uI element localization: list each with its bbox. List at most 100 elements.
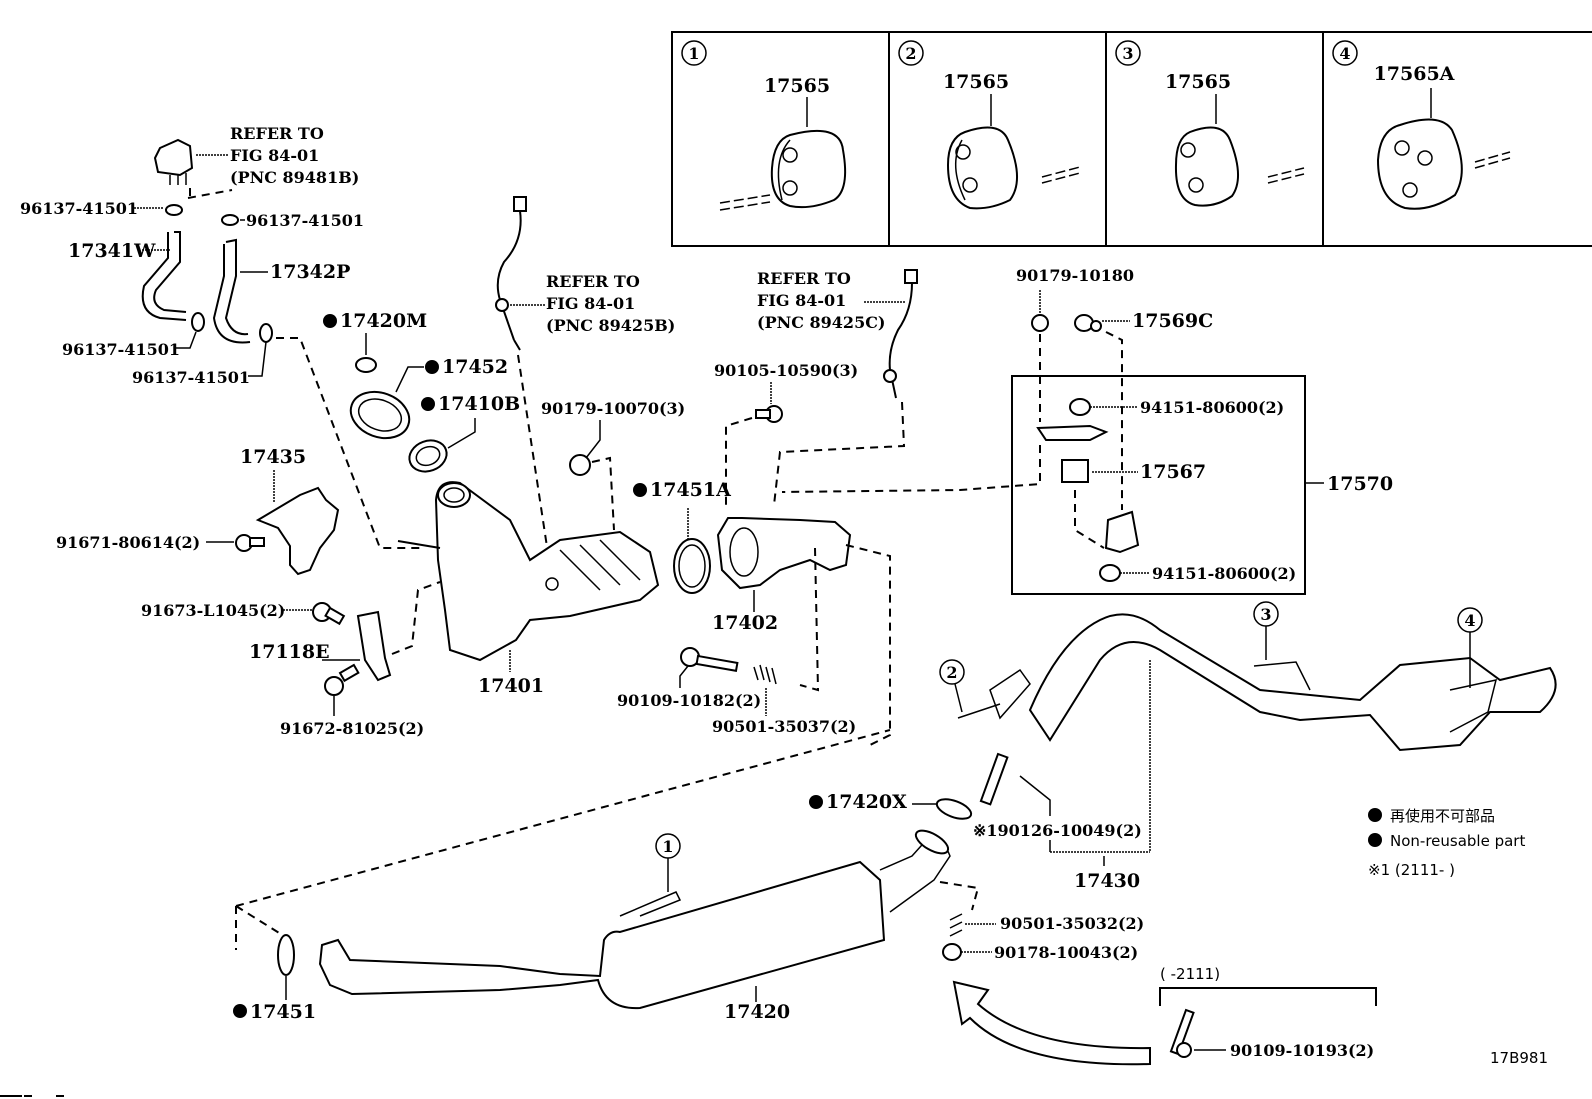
front-oxygen-sensor: REFER TO FIG 84-01 (PNC 89425B)	[495, 196, 675, 581]
hose-17342p-icon	[224, 238, 249, 336]
callout-circle-icon	[1115, 40, 1141, 66]
nut-icon	[1069, 398, 1091, 416]
non-reusable-dot-icon	[633, 483, 647, 497]
range-note: ( -2111)	[1160, 965, 1220, 983]
part-number-label[interactable]: 17420	[724, 1001, 790, 1023]
bolt-icon	[235, 534, 265, 552]
part-number-label[interactable]: 94151-80600(2)	[1140, 398, 1284, 417]
hanger-rod-icon	[1253, 661, 1311, 691]
part-number-label[interactable]: 17451A	[650, 479, 731, 501]
connector-icon	[513, 196, 527, 212]
muffler-icon	[318, 860, 886, 1010]
part-number-label[interactable]: 17435	[240, 446, 306, 468]
part-number-label[interactable]: 17569C	[1132, 310, 1213, 332]
part-number-label[interactable]: 90109-10182(2)	[617, 691, 761, 710]
part-number-label[interactable]: 17451	[250, 1001, 316, 1023]
non-reusable-dot-icon	[323, 314, 337, 328]
non-reusable-dot-icon	[421, 397, 435, 411]
part-number-label[interactable]: 90109-10193(2)	[1230, 1041, 1374, 1060]
part-number-label[interactable]: 91672-81025(2)	[280, 719, 424, 738]
inset-1: 1 17565	[681, 40, 847, 211]
part-number-label[interactable]: 96137-41501	[62, 340, 180, 359]
refer-note-line: FIG 84-01	[546, 294, 635, 313]
part-number-label[interactable]: 17570	[1327, 473, 1393, 495]
pressure-sensor-icon	[153, 138, 194, 177]
part-number-label[interactable]: 17401	[478, 675, 544, 697]
part-number-label[interactable]: 17420X	[826, 791, 907, 813]
refer-note-line: (PNC 89425B)	[546, 316, 675, 335]
part-number-label[interactable]: 90178-10043(2)	[994, 943, 1138, 962]
inset-index: 4	[1339, 44, 1350, 63]
part-number-label[interactable]: 17118E	[249, 641, 330, 663]
part-number-label[interactable]: 90501-35037(2)	[712, 717, 856, 736]
refer-note-line: REFER TO	[757, 269, 851, 288]
legend-jp: 再使用不可部品	[1390, 807, 1495, 825]
converter-body-icon	[434, 481, 660, 662]
inset-index: 1	[688, 44, 699, 63]
rubber-hanger-icon	[1174, 126, 1239, 207]
spring-icon	[753, 664, 777, 685]
non-reusable-dot-icon	[233, 1004, 247, 1018]
part-number-label[interactable]: 96137-41501	[246, 211, 364, 230]
part-number-label[interactable]: 17567	[1140, 461, 1206, 483]
part-number-label[interactable]: 90179-10070(3)	[541, 399, 685, 418]
bolt-90105-group: 90105-10590(3)	[714, 361, 858, 505]
non-reusable-dot-icon	[809, 795, 823, 809]
hanger-rod-icon	[1267, 167, 1305, 184]
rubber-hanger-icon	[770, 129, 847, 209]
inset-index: 2	[905, 44, 916, 63]
callout-1: 1	[662, 837, 673, 856]
part-number-label[interactable]: 94151-80600(2)	[1152, 564, 1296, 583]
non-reusable-dot-icon	[425, 360, 439, 374]
gasket-17451a: 17451A	[633, 479, 731, 594]
hose-clip-icon	[259, 323, 273, 343]
range-bracket	[1159, 987, 1377, 1006]
rubber-hanger-icon	[1376, 118, 1463, 210]
tail-pipe-icon	[1028, 613, 1557, 752]
nut-icon	[1031, 314, 1049, 332]
part-number-label[interactable]: 17565A	[1374, 63, 1455, 85]
gasket-17420x: 17420X	[809, 791, 973, 820]
part-number-label[interactable]: 17565	[764, 75, 830, 97]
sensor-wire-icon	[888, 282, 913, 399]
part-number-label[interactable]: 17452	[442, 356, 508, 378]
hanger-rod-icon	[1474, 151, 1511, 169]
assembly-frame	[1011, 375, 1306, 595]
figure-id: 17B981	[1490, 1049, 1548, 1067]
part-number-label[interactable]: 96137-41501	[132, 368, 250, 387]
flange-pipe-icon	[716, 517, 852, 590]
stud-bolt-icon	[979, 752, 1009, 806]
part-number-label[interactable]: 17430	[1074, 870, 1140, 892]
inset-2: 2 17565	[898, 40, 1081, 210]
callout-4: 4	[1464, 611, 1475, 630]
part-number-label[interactable]: ※190126-10049(2)	[973, 821, 1142, 840]
part-number-label[interactable]: 17410B	[438, 393, 520, 415]
part-number-label[interactable]: 17420M	[340, 310, 427, 332]
part-number-label[interactable]: 17342P	[270, 261, 350, 283]
part-number-label[interactable]: 91673-L1045(2)	[141, 601, 285, 620]
part-number-label[interactable]: 90179-10180	[1016, 266, 1134, 285]
part-number-label[interactable]: 17402	[712, 612, 778, 634]
bolt-icon	[755, 405, 783, 423]
refer-note-line: FIG 84-01	[230, 146, 319, 165]
callout-circle-icon	[681, 40, 707, 66]
gasket-ring-icon	[408, 439, 448, 473]
inset-4: 4 17565A	[1332, 40, 1511, 210]
bracket-plate-icon	[1036, 424, 1109, 441]
non-reusable-dot-icon	[1368, 833, 1382, 847]
part-number-label[interactable]: 90105-10590(3)	[714, 361, 858, 380]
hanger-inset-panel: 1 17565 2 17565 3	[671, 31, 1592, 247]
flange-bolts-rear: 90501-35032(2) 90178-10043(2) ( -2111) 9…	[939, 881, 1377, 1066]
part-number-label[interactable]: 17565	[1165, 71, 1231, 93]
part-number-label[interactable]: 17341W	[68, 240, 156, 262]
part-number-label[interactable]: 96137-41501	[20, 199, 138, 218]
refer-note-line: (PNC 89425C)	[757, 313, 886, 332]
part-number-label[interactable]: 90501-35032(2)	[1000, 914, 1144, 933]
catalytic-converter-17401: 17401	[397, 481, 660, 697]
non-reusable-dot-icon	[1368, 808, 1382, 822]
gasket-icon	[935, 798, 973, 820]
part-number-label[interactable]: 91671-80614(2)	[56, 533, 200, 552]
part-number-label[interactable]: 17565	[943, 71, 1009, 93]
